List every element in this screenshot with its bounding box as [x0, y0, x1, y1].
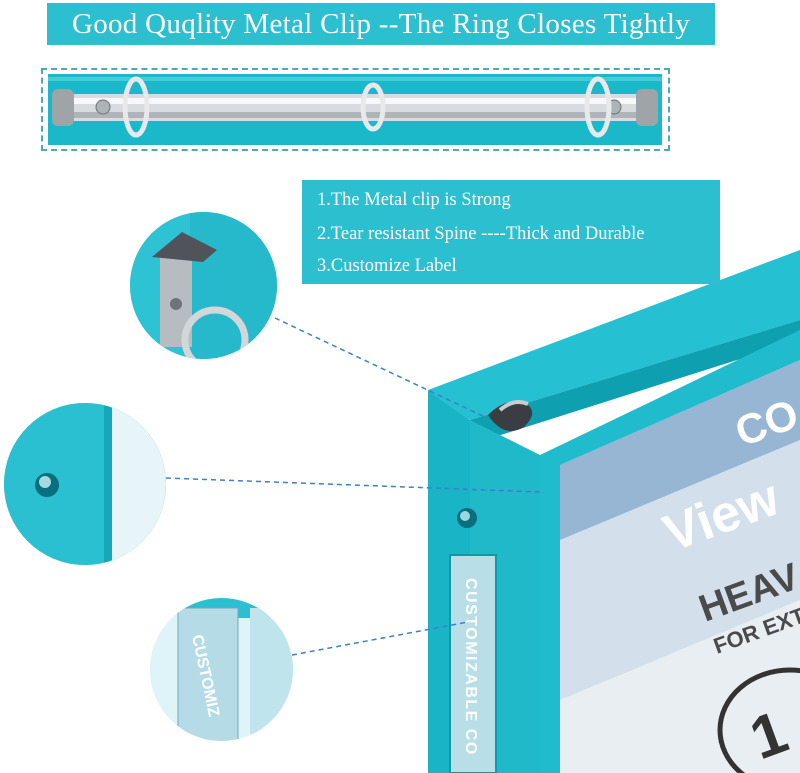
headline-banner: Good Quqlity Metal Clip --The Ring Close… — [47, 3, 715, 45]
clip-ring — [181, 306, 249, 359]
feature-2: 2.Tear resistant Spine ----Thick and Dur… — [317, 224, 645, 244]
binder-clip — [488, 401, 533, 431]
callout-custom-label: CUSTOMIZ — [150, 598, 293, 741]
features-box: 1.The Metal clip is Strong 2.Tear resist… — [302, 180, 720, 284]
leader-line-label — [291, 621, 469, 656]
leader-line-clip — [274, 317, 488, 419]
ring-3 — [584, 76, 612, 138]
clip-lever — [152, 232, 217, 262]
binder-top-edge — [428, 250, 800, 420]
feature-1: 1.The Metal clip is Strong — [317, 190, 511, 210]
callout-metal-clip — [130, 212, 277, 359]
rivet-left — [95, 99, 111, 115]
feature-3: 3.Customize Label — [317, 256, 457, 276]
ring-mechanism-illustration — [48, 74, 662, 145]
spine-label-slot — [449, 554, 497, 773]
spine-label-text: CUSTOMIZABLE CO — [462, 578, 479, 756]
end-cap-left — [52, 89, 74, 126]
end-cap-right — [636, 89, 658, 126]
ring-1 — [122, 76, 150, 138]
callout-spine-rivet — [4, 403, 166, 565]
cover-ring-graphic — [717, 667, 800, 773]
ring-mechanism-strip — [48, 74, 662, 145]
ring-mechanism-frame — [41, 68, 670, 151]
ring-2 — [360, 82, 386, 132]
